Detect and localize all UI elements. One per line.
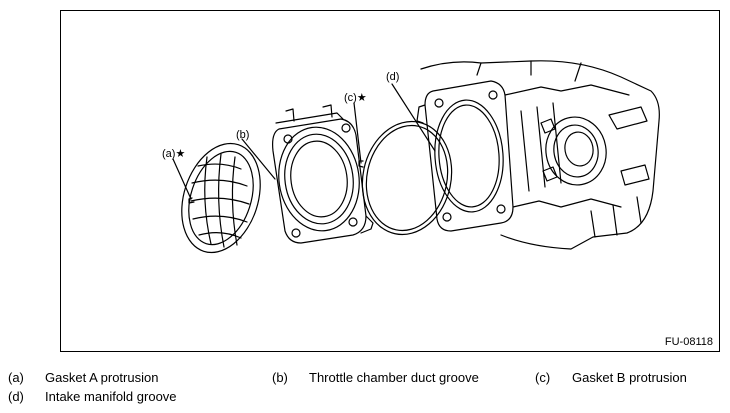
legend-key: (b) <box>272 370 288 385</box>
callout-b-label: (b) <box>236 129 250 141</box>
legend-key: (a) <box>8 370 24 385</box>
legend-key: (c) <box>535 370 551 385</box>
legend-text: Gasket A protrusion <box>45 370 159 385</box>
legend-text: Throttle chamber duct groove <box>309 370 479 385</box>
callout-d: (d) <box>386 71 399 83</box>
callout-b: (b) <box>236 129 249 141</box>
exploded-diagram <box>172 60 660 254</box>
figure-frame: (a)★ (b) (c)★ (d) FU-08118 <box>60 10 720 352</box>
figure-id: FU-08118 <box>664 336 713 348</box>
callout-a-label: (a) <box>162 148 176 160</box>
gasket-b <box>358 120 453 236</box>
legend-text: Gasket B protrusion <box>572 370 687 385</box>
leader-lines <box>172 83 436 200</box>
star-icon: ★ <box>175 148 186 160</box>
gasket-a <box>181 142 261 254</box>
star-icon: ★ <box>356 92 367 104</box>
callout-c: (c)★ <box>344 91 367 104</box>
legend-text: Intake manifold groove <box>45 389 177 404</box>
legend-key: (d) <box>8 389 24 404</box>
throttle-chamber-duct <box>272 104 374 244</box>
intake-manifold <box>416 60 660 250</box>
callout-d-label: (d) <box>386 71 400 83</box>
callout-c-label: (c) <box>344 92 357 104</box>
callout-a: (a)★ <box>162 147 185 160</box>
